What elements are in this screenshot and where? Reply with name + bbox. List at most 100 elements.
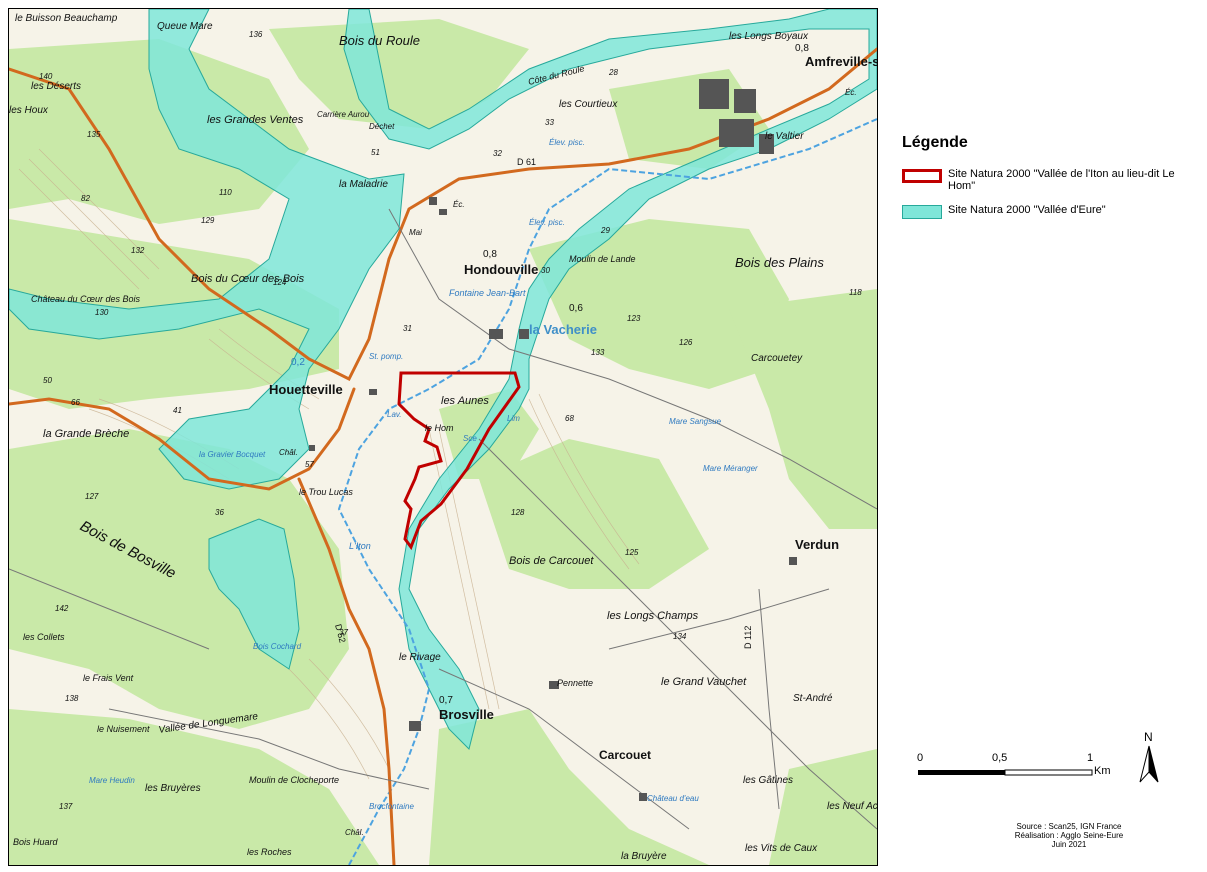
facility-label: Château d'eau	[647, 794, 699, 803]
legend-item-eure[interactable]: Site Natura 2000 "Vallée d'Eure"	[902, 204, 1106, 219]
label-deserts: les Déserts	[31, 81, 81, 92]
town-labels: Amfreville-sur-Iton Hondouville la Vache…	[269, 54, 877, 762]
elev-label: 118	[849, 288, 862, 297]
facility-labels: Carrière Aurou Déchet Élev. pisc. Élev. …	[279, 88, 857, 837]
label-buisson: le Buisson Beauchamp	[15, 13, 118, 24]
facility-label: St. pomp.	[369, 352, 403, 361]
legend-swatch-teal	[902, 205, 942, 219]
facility-label: Élev. pisc.	[549, 138, 585, 147]
facility-label: Sce	[463, 434, 477, 443]
spot-value: 0,7	[439, 695, 453, 706]
spot-value: 0,2	[291, 357, 305, 368]
label-gatines: les Gâtines	[743, 775, 793, 786]
label-vits-caux: les Vits de Caux	[745, 843, 818, 854]
label-bois-du-roule: Bois du Roule	[339, 33, 420, 48]
topographic-map[interactable]: Amfreville-sur-Iton Hondouville la Vache…	[8, 8, 878, 866]
elev-label: 33	[545, 118, 554, 127]
scale-unit: Km	[1094, 765, 1111, 777]
label-chateau-coeur: Château du Cœur des Bois	[31, 294, 141, 304]
label-grand-vauchet: le Grand Vauchet	[661, 676, 747, 688]
label-nuisement: le Nuisement	[97, 724, 150, 734]
elev-label: 36	[215, 508, 224, 517]
elev-label: 128	[511, 508, 525, 517]
facility-label: Lav.	[387, 410, 402, 419]
elev-label: 138	[65, 694, 79, 703]
label-iton: L'Iton	[349, 541, 371, 551]
elev-label: 30	[541, 266, 550, 275]
north-arrow-icon	[1139, 745, 1159, 783]
elev-label: 31	[403, 324, 412, 333]
label-moulin-lande: Moulin de Lande	[569, 254, 636, 264]
elev-label: 140	[39, 72, 53, 81]
credit-date: Juin 2021	[1051, 840, 1087, 849]
elev-label: 133	[591, 348, 605, 357]
elev-label: 129	[201, 216, 215, 225]
elev-label: 126	[679, 338, 693, 347]
elev-label: 32	[493, 149, 502, 158]
elev-label: 130	[95, 308, 109, 317]
label-d112: D 112	[743, 626, 753, 649]
label-mare-heudin: Mare Heudin	[89, 776, 135, 785]
spot-value: 0,8	[483, 249, 497, 260]
legend-title: Légende	[902, 134, 968, 151]
facility-label: Châl.	[345, 828, 364, 837]
elev-label: 57	[305, 460, 314, 469]
natura-eure-area[interactable]	[9, 9, 405, 490]
label-maladrie: la Maladrie	[339, 179, 388, 190]
elev-label: 123	[627, 314, 641, 323]
label-collets: les Collets	[23, 632, 65, 642]
elev-label: 82	[81, 194, 90, 203]
relief-contours	[18, 148, 640, 780]
label-pennette: Pennette	[557, 678, 593, 688]
label-fontaine: Fontaine Jean-Bart	[449, 288, 526, 298]
elev-label: 135	[87, 130, 101, 139]
facility-label: Carrière Aurou	[317, 110, 370, 119]
label-st-andre: St-André	[793, 693, 833, 704]
label-moulin-clocheporte: Moulin de Clocheporte	[249, 775, 339, 785]
label-bois-cochard: Bois Cochard	[253, 642, 302, 651]
north-label: N	[1144, 730, 1153, 744]
elev-label: 127	[85, 492, 99, 501]
facility-label: Élev. pisc.	[529, 218, 565, 227]
label-gravier-bocquet: la Gravier Bocquet	[199, 450, 266, 459]
label-valtier: le Valtier	[765, 131, 804, 142]
legend-item-iton[interactable]: Site Natura 2000 "Vallée de l'Iton au li…	[902, 168, 1178, 192]
north-arrow: N	[1136, 730, 1162, 786]
main-roads	[9, 47, 877, 865]
label-mare-sangsue: Mare Sangsue	[669, 417, 722, 426]
label-longs-boyaux: les Longs Boyaux	[729, 31, 809, 42]
label-carcouetey: Carcouetey	[751, 353, 803, 364]
label-verdun: Verdun	[795, 537, 839, 552]
credit-source: Source : Scan25, IGN France	[1016, 822, 1122, 831]
label-grande-breche: la Grande Brèche	[43, 428, 129, 440]
label-la-bruyere: la Bruyère	[621, 851, 667, 862]
label-bois-huard: Bois Huard	[13, 837, 59, 847]
elev-label: 124	[273, 278, 287, 287]
label-hondouville: Hondouville	[464, 262, 538, 277]
facility-label: Éc.	[845, 88, 857, 97]
label-le-hom: le Hom	[425, 423, 454, 433]
natura-iton-area[interactable]	[397, 371, 521, 551]
label-trou-lucas: le Trou Lucas	[299, 487, 353, 497]
credit-author: Réalisation : Agglo Seine-Eure	[1014, 831, 1124, 840]
elevation-labels: 136 140 135 82 110 129 132 124 130 50 66…	[39, 30, 862, 811]
facility-label: Brocfontaine	[369, 802, 414, 811]
spot-value: 0,8	[795, 43, 809, 54]
elev-label: 29	[600, 226, 610, 235]
facility-label: Mai	[409, 228, 422, 237]
elev-label: 41	[173, 406, 182, 415]
label-amfreville: Amfreville-sur-Iton	[805, 54, 877, 69]
elev-label: 142	[55, 604, 69, 613]
spot-value: 0,6	[569, 303, 583, 314]
forest-areas	[9, 19, 877, 865]
label-courtieux: les Courtieux	[559, 99, 618, 110]
scale-tick-half: 0,5	[992, 752, 1008, 764]
label-d52: D 52	[333, 623, 348, 644]
facility-label: Déchet	[369, 122, 395, 131]
natura-eure-area-north[interactable]	[343, 9, 877, 750]
facility-label: Éc.	[453, 200, 465, 209]
label-brosville: Brosville	[439, 707, 494, 722]
natura-eure-area-sw[interactable]	[208, 518, 300, 670]
elev-label: 28	[608, 68, 618, 77]
elev-label: 51	[371, 148, 380, 157]
